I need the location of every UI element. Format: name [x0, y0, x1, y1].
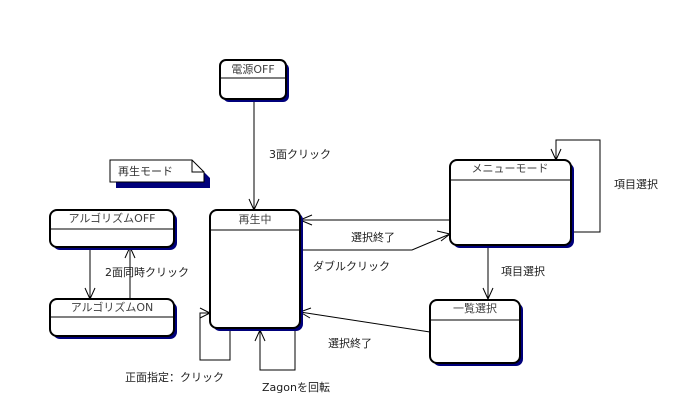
label-2-face-click: 2面同時クリック: [105, 266, 189, 279]
state-name-power-off: 電源OFF: [231, 62, 274, 76]
state-menu-mode[interactable]: メニューモード: [449, 159, 574, 248]
note-playback-mode: 再生モード: [109, 159, 210, 188]
transition-playing-self-loop-rotate[interactable]: [254, 328, 296, 371]
transition-list-to-playing[interactable]: [298, 307, 431, 333]
label-item-select-list: 項目選択: [501, 264, 545, 278]
state-name-playing: 再生中: [239, 212, 272, 226]
label-front-click: 正面指定：クリック: [125, 370, 224, 384]
note-text: 再生モード: [118, 164, 173, 178]
label-rotate-zagon: Zagonを回転: [262, 381, 330, 394]
state-name-list-select: 一覧選択: [453, 301, 497, 315]
state-name-algorithm-off: アルゴリズムOFF: [69, 211, 156, 225]
state-algorithm-off[interactable]: アルゴリズムOFF: [49, 209, 177, 250]
transition-menu-to-list[interactable]: [482, 247, 494, 301]
state-name-menu-mode: メニューモード: [472, 162, 549, 175]
transition-menu-to-playing[interactable]: [298, 214, 450, 226]
transition-poweroff-to-playing[interactable]: [248, 100, 260, 212]
label-3-face-click: 3面クリック: [269, 148, 331, 161]
label-item-select-loop: 項目選択: [614, 177, 658, 191]
state-algorithm-on[interactable]: アルゴリズムON: [49, 298, 177, 339]
state-list-select[interactable]: 一覧選択: [429, 299, 523, 366]
state-power-off[interactable]: 電源OFF: [219, 59, 289, 102]
transition-algoff-to-algon[interactable]: [84, 247, 96, 301]
state-playing[interactable]: 再生中: [209, 209, 303, 331]
state-name-algorithm-on: アルゴリズムON: [71, 300, 154, 314]
label-double-click: ダブルクリック: [313, 259, 390, 273]
label-select-end-menu: 選択終了: [351, 230, 395, 244]
label-select-end-list: 選択終了: [328, 336, 372, 350]
